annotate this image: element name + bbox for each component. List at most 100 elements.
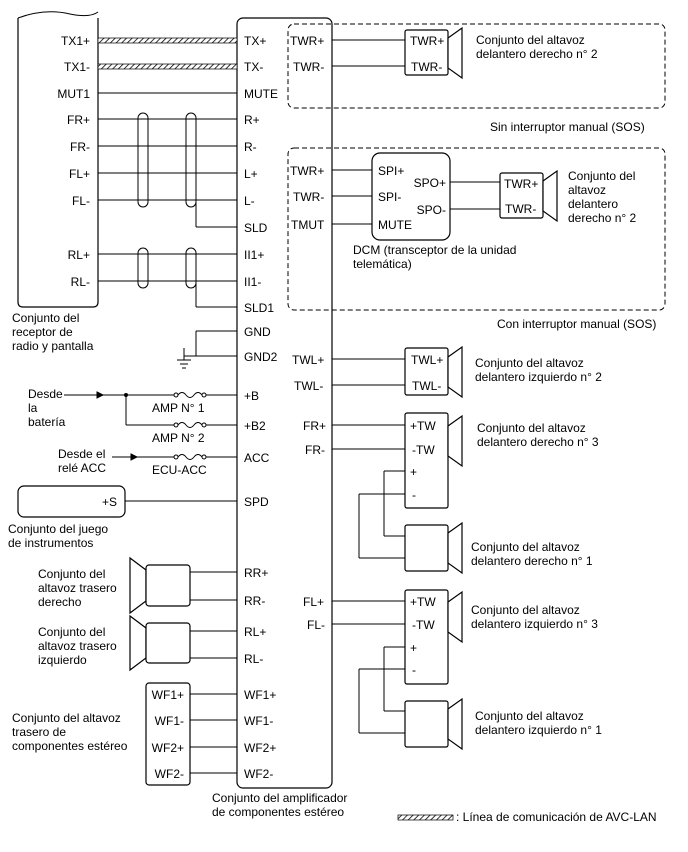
fr-box-pin: - bbox=[412, 488, 416, 502]
woofer-pin: WF1+ bbox=[152, 688, 184, 702]
rear-left-speaker bbox=[129, 614, 237, 672]
shield-1 bbox=[137, 112, 237, 228]
woofer-caption: componentes estéreo bbox=[12, 739, 128, 753]
radio-caption: radio y pantalla bbox=[12, 339, 94, 353]
fr-box-pin: +TW bbox=[410, 419, 436, 433]
fl-spk3-caption: delantero izquierdo n° 3 bbox=[471, 617, 598, 631]
group2-amp-pin: TWR- bbox=[293, 190, 324, 204]
radio-caption: Conjunto del bbox=[12, 311, 79, 325]
avc-lan-line-tx1m bbox=[97, 63, 238, 70]
shield-2 bbox=[137, 247, 237, 308]
amp-pin: WF1+ bbox=[244, 688, 276, 702]
fl-woofer bbox=[404, 697, 463, 751]
fr-spk1-caption: delantero derecho n° 1 bbox=[471, 554, 593, 568]
group2-speaker bbox=[499, 169, 558, 223]
group2-spk-caption: Conjunto del bbox=[568, 169, 635, 183]
acc-relay-label: Desde el bbox=[58, 447, 105, 461]
rear-right-speaker bbox=[129, 556, 237, 615]
meter-pin: +S bbox=[102, 495, 117, 509]
group-with-sos-switch bbox=[287, 147, 666, 311]
legend-text: : Línea de comunicación de AVC-LAN bbox=[456, 810, 657, 824]
ground-symbol bbox=[177, 330, 237, 369]
amp-pin: WF2- bbox=[244, 767, 273, 781]
fuse-label: AMP N° 1 bbox=[152, 401, 205, 415]
dcm-caption: telemática) bbox=[353, 257, 412, 271]
fl-spk1-caption: delantero izquierdo n° 1 bbox=[475, 723, 602, 737]
fr-tweeter-box bbox=[404, 412, 463, 509]
radio-pin: FR- bbox=[70, 140, 90, 154]
amp-caption: Conjunto del amplificador bbox=[212, 791, 347, 805]
amp-pin: GND2 bbox=[244, 350, 278, 364]
fr-spk3-caption: delantero derecho n° 3 bbox=[477, 435, 599, 449]
dcm-pin: SPO+ bbox=[414, 176, 446, 190]
group1-amp-pin: TWR- bbox=[293, 60, 324, 74]
group1-spk-caption: delantero derecho n° 2 bbox=[476, 47, 598, 61]
rear-left-caption: izquierdo bbox=[38, 653, 87, 667]
dcm-caption: DCM (transceptor de la unidad bbox=[353, 243, 516, 257]
woofer-pin: WF1- bbox=[155, 714, 184, 728]
acc-relay-label: relé ACC bbox=[58, 461, 106, 475]
fl-tweeter-box bbox=[404, 589, 463, 685]
fr-box-pin: + bbox=[410, 465, 417, 479]
rear-left-caption: Conjunto del bbox=[38, 625, 105, 639]
twl-speaker bbox=[404, 345, 463, 399]
amp-pin: RR- bbox=[244, 594, 265, 608]
amplifier-box bbox=[236, 17, 333, 789]
radio-pin: FL- bbox=[72, 194, 90, 208]
rear-right-caption: derecho bbox=[38, 595, 82, 609]
twl-amp-pin: TWL- bbox=[294, 379, 323, 393]
group1-spk-caption: Conjunto del altavoz bbox=[476, 33, 585, 47]
amp-pin: RR+ bbox=[244, 566, 268, 580]
group-without-sos-switch bbox=[287, 23, 666, 109]
dcm-pin: SPO- bbox=[417, 203, 446, 217]
woofer-pin: WF2- bbox=[155, 767, 184, 781]
amp-pin: +B bbox=[244, 389, 259, 403]
woofer-pin: WF2+ bbox=[152, 741, 184, 755]
fr-box-pin: -TW bbox=[412, 443, 435, 457]
amp-pin: MUTE bbox=[244, 87, 278, 101]
group2-spk-caption: derecho n° 2 bbox=[568, 211, 637, 225]
fuse-label: AMP N° 2 bbox=[152, 431, 205, 445]
group2-caption: Con interruptor manual (SOS) bbox=[497, 317, 656, 331]
fl-box-pin: - bbox=[412, 663, 416, 677]
dcm-box bbox=[371, 152, 451, 241]
battery-label: Desde bbox=[28, 387, 63, 401]
meter-caption: Conjunto del juego bbox=[8, 522, 108, 536]
woofer-caption: trasero de bbox=[12, 725, 66, 739]
fl-box-pin: +TW bbox=[410, 595, 436, 609]
group2-spk-caption: delantero bbox=[568, 197, 618, 211]
amp-pin: TX+ bbox=[244, 34, 266, 48]
group1-amp-pin: TWR+ bbox=[290, 34, 324, 48]
amp-caption: de componentes estéreo bbox=[212, 805, 344, 819]
battery-label: batería bbox=[28, 415, 66, 429]
radio-pin: FR+ bbox=[67, 113, 90, 127]
group2-amp-pin: TWR+ bbox=[290, 164, 324, 178]
fl-amp-pin: FL- bbox=[307, 618, 325, 632]
fr-amp-pin: FR+ bbox=[303, 419, 326, 433]
radio-pin: FL+ bbox=[69, 167, 90, 181]
meter-caption: de instrumentos bbox=[8, 536, 93, 550]
battery-label: la bbox=[28, 401, 38, 415]
radio-pin: TX1+ bbox=[61, 34, 90, 48]
fl-spk3-caption: Conjunto del altavoz bbox=[471, 603, 580, 617]
amp-pin: L+ bbox=[244, 167, 258, 181]
group1-caption: Sin interruptor manual (SOS) bbox=[490, 120, 645, 134]
legend-avc-lan-swatch bbox=[397, 814, 454, 821]
group2-spk-pin: TWR- bbox=[505, 202, 536, 216]
group1-spk-pin: TWR- bbox=[411, 60, 442, 74]
rear-right-caption: Conjunto del bbox=[38, 567, 105, 581]
twl-spk-caption: delantero izquierdo n° 2 bbox=[475, 370, 602, 384]
radio-pin: MUT1 bbox=[57, 87, 90, 101]
twl-amp-pin: TWL+ bbox=[292, 353, 324, 367]
radio-pin: RL+ bbox=[68, 248, 90, 262]
dcm-pin: MUTE bbox=[378, 218, 412, 232]
twl-spk-pin: TWL- bbox=[412, 379, 441, 393]
amp-pin: L- bbox=[244, 194, 255, 208]
radio-pin: RL- bbox=[71, 275, 90, 289]
twl-spk-pin: TWL+ bbox=[411, 353, 443, 367]
amp-pin: RL+ bbox=[244, 625, 266, 639]
rear-right-caption: altavoz trasero bbox=[38, 581, 117, 595]
amp-pin: WF2+ bbox=[244, 741, 276, 755]
amp-pin: R- bbox=[244, 140, 257, 154]
